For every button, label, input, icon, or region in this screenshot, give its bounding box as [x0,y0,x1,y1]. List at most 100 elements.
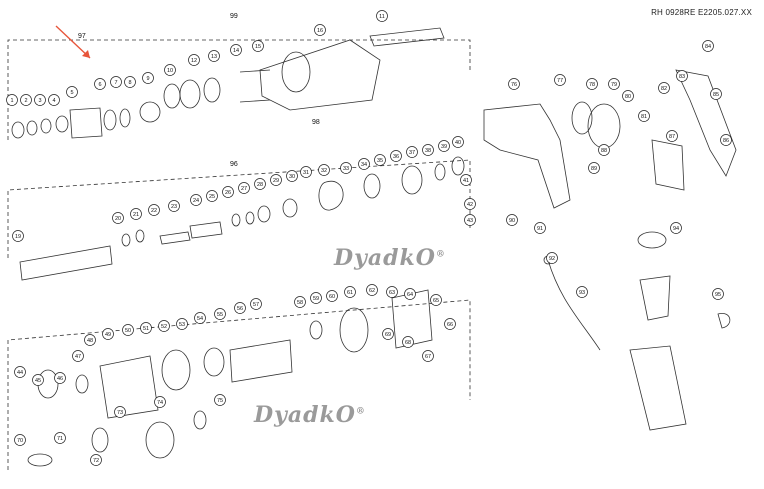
callout-41: 41 [460,174,472,186]
callout-number: 38 [425,148,431,154]
callout-circle [712,288,724,300]
watermark-top: DyadkO® [334,245,446,271]
callout-circle [54,432,66,444]
callout-number: 19 [15,234,21,240]
callout-66: 66 [444,318,456,330]
callout-32: 32 [318,164,330,176]
callout-number: 39 [441,144,447,150]
callout-35: 35 [374,154,386,166]
callout-90: 90 [506,214,518,226]
callout-73: 73 [114,406,126,418]
callout-number: 95 [715,292,721,298]
callout-circle [154,396,166,408]
callout-number: 53 [179,322,185,328]
callout-52: 52 [158,320,170,332]
callout-circle [358,158,370,170]
callout-number: 12 [191,58,197,64]
callout-71: 71 [54,432,66,444]
callout-circle [340,162,352,174]
callout-4: 4 [48,94,60,106]
callout-circle [464,198,476,210]
callout-30: 30 [286,170,298,182]
callout-number: 3 [38,98,41,104]
callout-number: 7 [114,80,117,86]
callout-number: 87 [669,134,675,140]
callout-circle [140,322,152,334]
callout-number: 88 [601,148,607,154]
callout-28: 28 [254,178,266,190]
callout-64: 64 [404,288,416,300]
callout-36: 36 [390,150,402,162]
callout-40: 40 [452,136,464,148]
lower-parts [27,289,433,467]
callout-circle [208,50,220,62]
callout-number: 67 [425,354,431,360]
callout-number: 41 [463,178,469,184]
callout-number: 36 [393,154,399,160]
callout-number: 59 [313,296,319,302]
callout-circle [314,24,326,36]
callout-number: 91 [537,226,543,232]
callout-94: 94 [670,222,682,234]
callout-number: 22 [151,208,157,214]
callout-39: 39 [438,140,450,152]
callout-circle [608,78,620,90]
callout-78: 78 [586,78,598,90]
callout-29: 29 [270,174,282,186]
callout-circle [658,82,670,94]
callout-44: 44 [14,366,26,378]
callout-number: 20 [115,216,121,222]
callout-number: 60 [329,294,335,300]
callout-number: 2 [24,98,27,104]
callout-61: 61 [344,286,356,298]
callout-number: 16 [317,28,323,34]
callout-number: 13 [211,54,217,60]
callout-circle [142,72,154,84]
callout-number: 44 [17,370,23,376]
group-label-97: 97 [78,33,86,40]
callout-circle [318,164,330,176]
callout-53: 53 [176,318,188,330]
callout-55: 55 [214,308,226,320]
callout-31: 31 [300,166,312,178]
callout-circle [366,284,378,296]
callout-circle [402,336,414,348]
callout-58: 58 [294,296,306,308]
callout-57: 57 [250,298,262,310]
callout-circle [234,302,246,314]
callout-81: 81 [638,110,650,122]
callout-circle [382,328,394,340]
callout-circle [546,252,558,264]
callout-circle [710,88,722,100]
callout-circle [66,86,78,98]
frame-top [7,39,471,140]
callout-number: 28 [257,182,263,188]
callout-circle [110,76,122,88]
callout-circle [122,324,134,336]
callout-circle [598,144,610,156]
callout-46: 46 [54,372,66,384]
callout-number: 83 [679,74,685,80]
callout-number: 94 [673,226,679,232]
callout-circle [14,434,26,446]
callout-circle [294,296,306,308]
callout-circle [404,288,416,300]
callout-number: 65 [433,298,439,304]
callout-11: 11 [376,10,388,22]
callout-number: 49 [105,332,111,338]
callout-number: 76 [511,82,517,88]
callout-12: 12 [188,54,200,66]
callout-84: 84 [702,40,714,52]
callout-13: 13 [208,50,220,62]
callout-number: 23 [171,204,177,210]
callout-59: 59 [310,292,322,304]
callout-33: 33 [340,162,352,174]
callout-circle [670,222,682,234]
callout-number: 78 [589,82,595,88]
callout-75: 75 [214,394,226,406]
callout-number: 8 [128,80,131,86]
callout-number: 86 [723,138,729,144]
callout-number: 82 [661,86,667,92]
callout-67: 67 [422,350,434,362]
callout-circle [588,162,600,174]
